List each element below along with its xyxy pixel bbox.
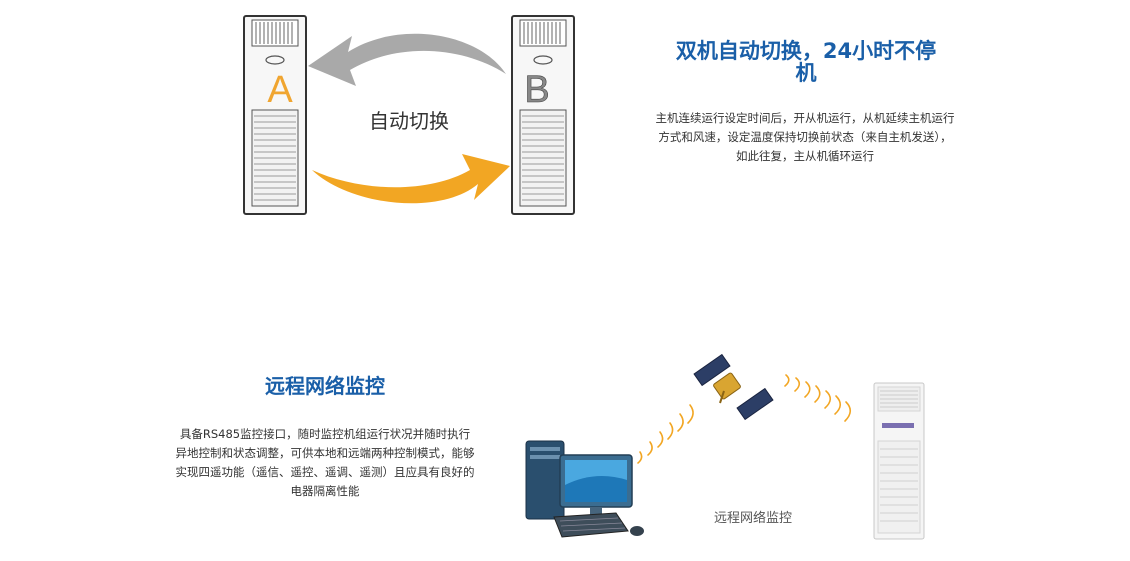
network-section-title: 远程网络监控 bbox=[265, 374, 385, 398]
air-conditioner-unit-icon bbox=[873, 382, 925, 540]
air-conditioner-unit-b-icon: B bbox=[511, 15, 575, 215]
satellite-icon bbox=[693, 353, 774, 421]
switch-section-description: 主机连续运行设定时间后，开从机运行，从机延续主机运行方式和风速，设定温度保持切换… bbox=[655, 111, 955, 163]
network-section-description: 具备RS485监控接口，随时监控机组运行状况并随时执行异地控制和状态调整，可供本… bbox=[175, 427, 475, 498]
unit-a-label: A bbox=[267, 69, 293, 111]
air-conditioner-unit-a-icon: A bbox=[243, 15, 307, 215]
network-illustration: 远程网络监控 bbox=[525, 353, 925, 540]
switch-section-title: 双机自动切换，24小时不停机 bbox=[675, 39, 937, 85]
switch-illustration: A B bbox=[243, 15, 575, 215]
signal-wave-icon bbox=[784, 374, 852, 422]
computer-icon bbox=[525, 440, 644, 538]
unit-b-label: B bbox=[524, 69, 549, 111]
signal-wave-icon bbox=[637, 404, 694, 464]
grey-arrow-icon bbox=[308, 33, 506, 86]
auto-switch-label: 自动切换 bbox=[369, 109, 449, 133]
orange-arrow-icon bbox=[312, 154, 510, 204]
network-caption: 远程网络监控 bbox=[714, 510, 792, 526]
